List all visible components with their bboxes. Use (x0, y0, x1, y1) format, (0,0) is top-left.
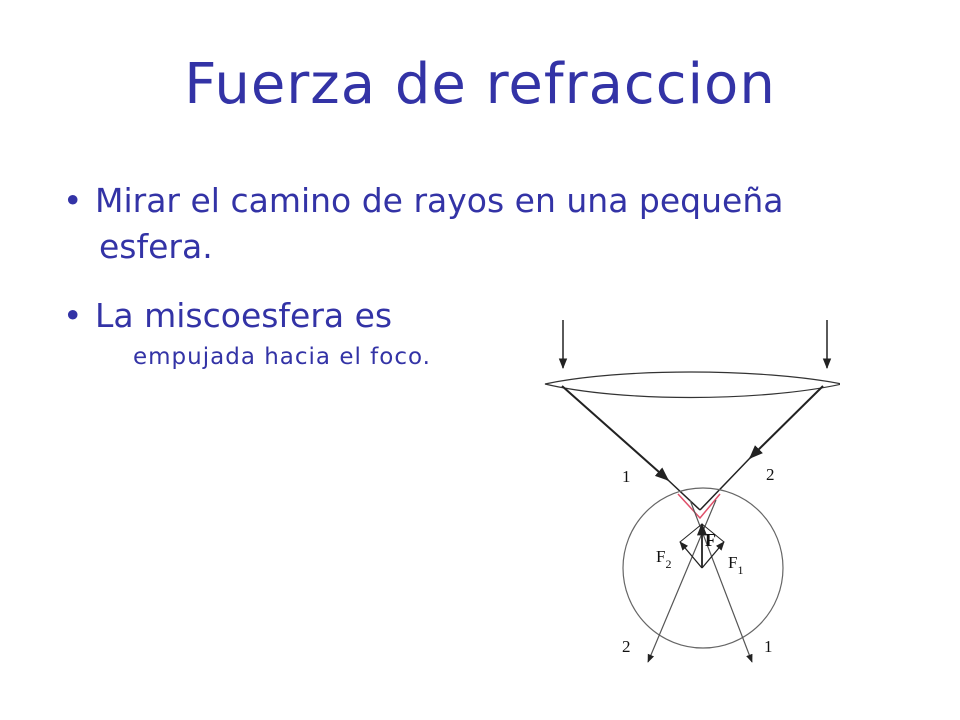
bullet-1: • Mirar el camino de rayos en una pequeñ… (63, 178, 915, 270)
focus-mark (677, 493, 721, 520)
ray-label-top-1: 1 (622, 467, 631, 486)
ray-label-top-2: 2 (766, 465, 775, 484)
force-triangle-side (679, 523, 703, 543)
slide-title: Fuerza de refraccion (184, 52, 776, 117)
ray-1-continued (667, 479, 701, 511)
force-label-F: F (705, 530, 716, 550)
force-label-F1-sub: 1 (737, 563, 743, 577)
bullet-1-line-2: esfera. (99, 227, 213, 266)
force-vector-F1 (701, 541, 725, 569)
ray-2-refracted (647, 499, 717, 663)
lens-shape (544, 371, 840, 399)
ray-label-bottom-2: 2 (622, 637, 631, 656)
ray-2-continued (699, 457, 751, 511)
refraction-diagram: 1 2 2 1 F F2 F1 (544, 320, 840, 663)
bullet-2-line-2: empujada hacia el foco. (133, 344, 431, 370)
bullet-2: • La miscoesfera es (63, 293, 535, 339)
ray-1-incident (561, 385, 670, 481)
ray-label-bottom-1: 1 (764, 637, 773, 656)
force-label-F2-base: F (656, 547, 665, 566)
bullet-2-line-1: La miscoesfera es (95, 296, 393, 335)
ray-2-incident (749, 385, 824, 459)
ray-1-refracted (689, 499, 753, 663)
bullet-marker: • (63, 181, 83, 220)
bullet-marker: • (63, 296, 83, 335)
force-vector-F2 (679, 541, 703, 569)
force-label-F2: F2 (656, 547, 671, 571)
force-triangle-side (701, 523, 725, 543)
bullet-1-line-1: Mirar el camino de rayos en una pequeña (95, 181, 784, 220)
microsphere (622, 487, 784, 649)
force-label-F1: F1 (728, 553, 743, 577)
force-label-F1-base: F (728, 553, 737, 572)
force-label-F2-sub: 2 (665, 557, 671, 571)
